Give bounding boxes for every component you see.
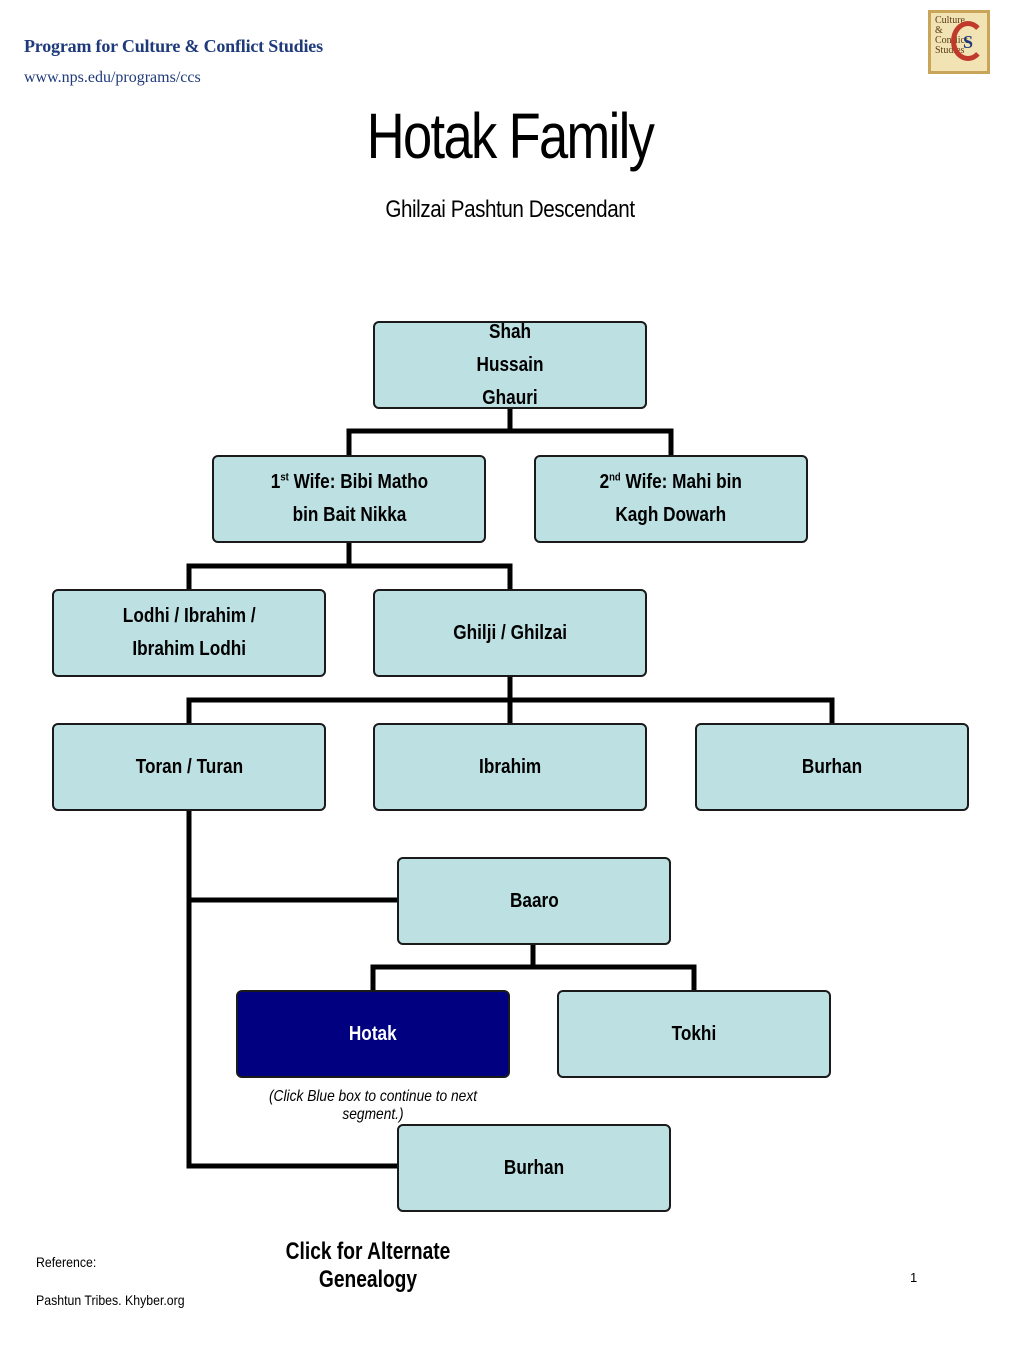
node-toran[interactable]: Toran / Turan (52, 723, 326, 811)
logo-s-letter: S (963, 32, 974, 52)
node-burhan-top[interactable]: Burhan (695, 723, 969, 811)
node-lodhi[interactable]: Lodhi / Ibrahim / Ibrahim Lodhi (52, 589, 326, 677)
node-label: Baaro (509, 889, 559, 912)
logo-c-mark (951, 21, 985, 61)
program-name: Program for Culture & Conflict Studies (24, 36, 323, 56)
node-label: Ghilji / Ghilzai (453, 621, 567, 644)
node-label: Toran / Turan (135, 755, 243, 778)
navigation-note: (Click Blue box to continue to next segm… (268, 1088, 478, 1123)
node-burhan-bottom[interactable]: Burhan (397, 1124, 671, 1212)
node-label: Ibrahim (478, 755, 542, 778)
alternate-genealogy-link[interactable]: Click for Alternate Genealogy (285, 1238, 451, 1293)
node-label: 1st Wife: Bibi Matho bin Bait Nikka (270, 471, 428, 526)
node-shah-hussain-ghauri[interactable]: Shah Hussain Ghauri (373, 321, 647, 409)
node-label: 2nd Wife: Mahi bin Kagh Dowarh (599, 471, 743, 526)
node-label: Tokhi (671, 1022, 717, 1045)
page-title: Hotak Family (366, 100, 655, 172)
node-label: Burhan (503, 1156, 565, 1179)
node-label: Shah Hussain Ghauri (476, 320, 544, 409)
node-label: Hotak (349, 1022, 397, 1045)
node-label: Lodhi / Ibrahim / Ibrahim Lodhi (122, 605, 256, 660)
page-number: 1 (910, 1270, 918, 1285)
node-hotak-link[interactable]: Hotak (236, 990, 510, 1078)
node-first-wife[interactable]: 1st Wife: Bibi Matho bin Bait Nikka (212, 455, 486, 543)
reference-label: Reference: (36, 1254, 97, 1270)
node-baaro[interactable]: Baaro (397, 857, 671, 945)
node-tokhi[interactable]: Tokhi (557, 990, 831, 1078)
node-ghilji[interactable]: Ghilji / Ghilzai (373, 589, 647, 677)
page-subtitle: Ghilzai Pashtun Descendant (385, 196, 635, 223)
program-url[interactable]: www.nps.edu/programs/ccs (24, 69, 201, 86)
node-label: Burhan (801, 755, 863, 778)
node-second-wife[interactable]: 2nd Wife: Mahi bin Kagh Dowarh (534, 455, 808, 543)
node-ibrahim[interactable]: Ibrahim (373, 723, 647, 811)
reference-source: Pashtun Tribes. Khyber.org (36, 1292, 185, 1308)
